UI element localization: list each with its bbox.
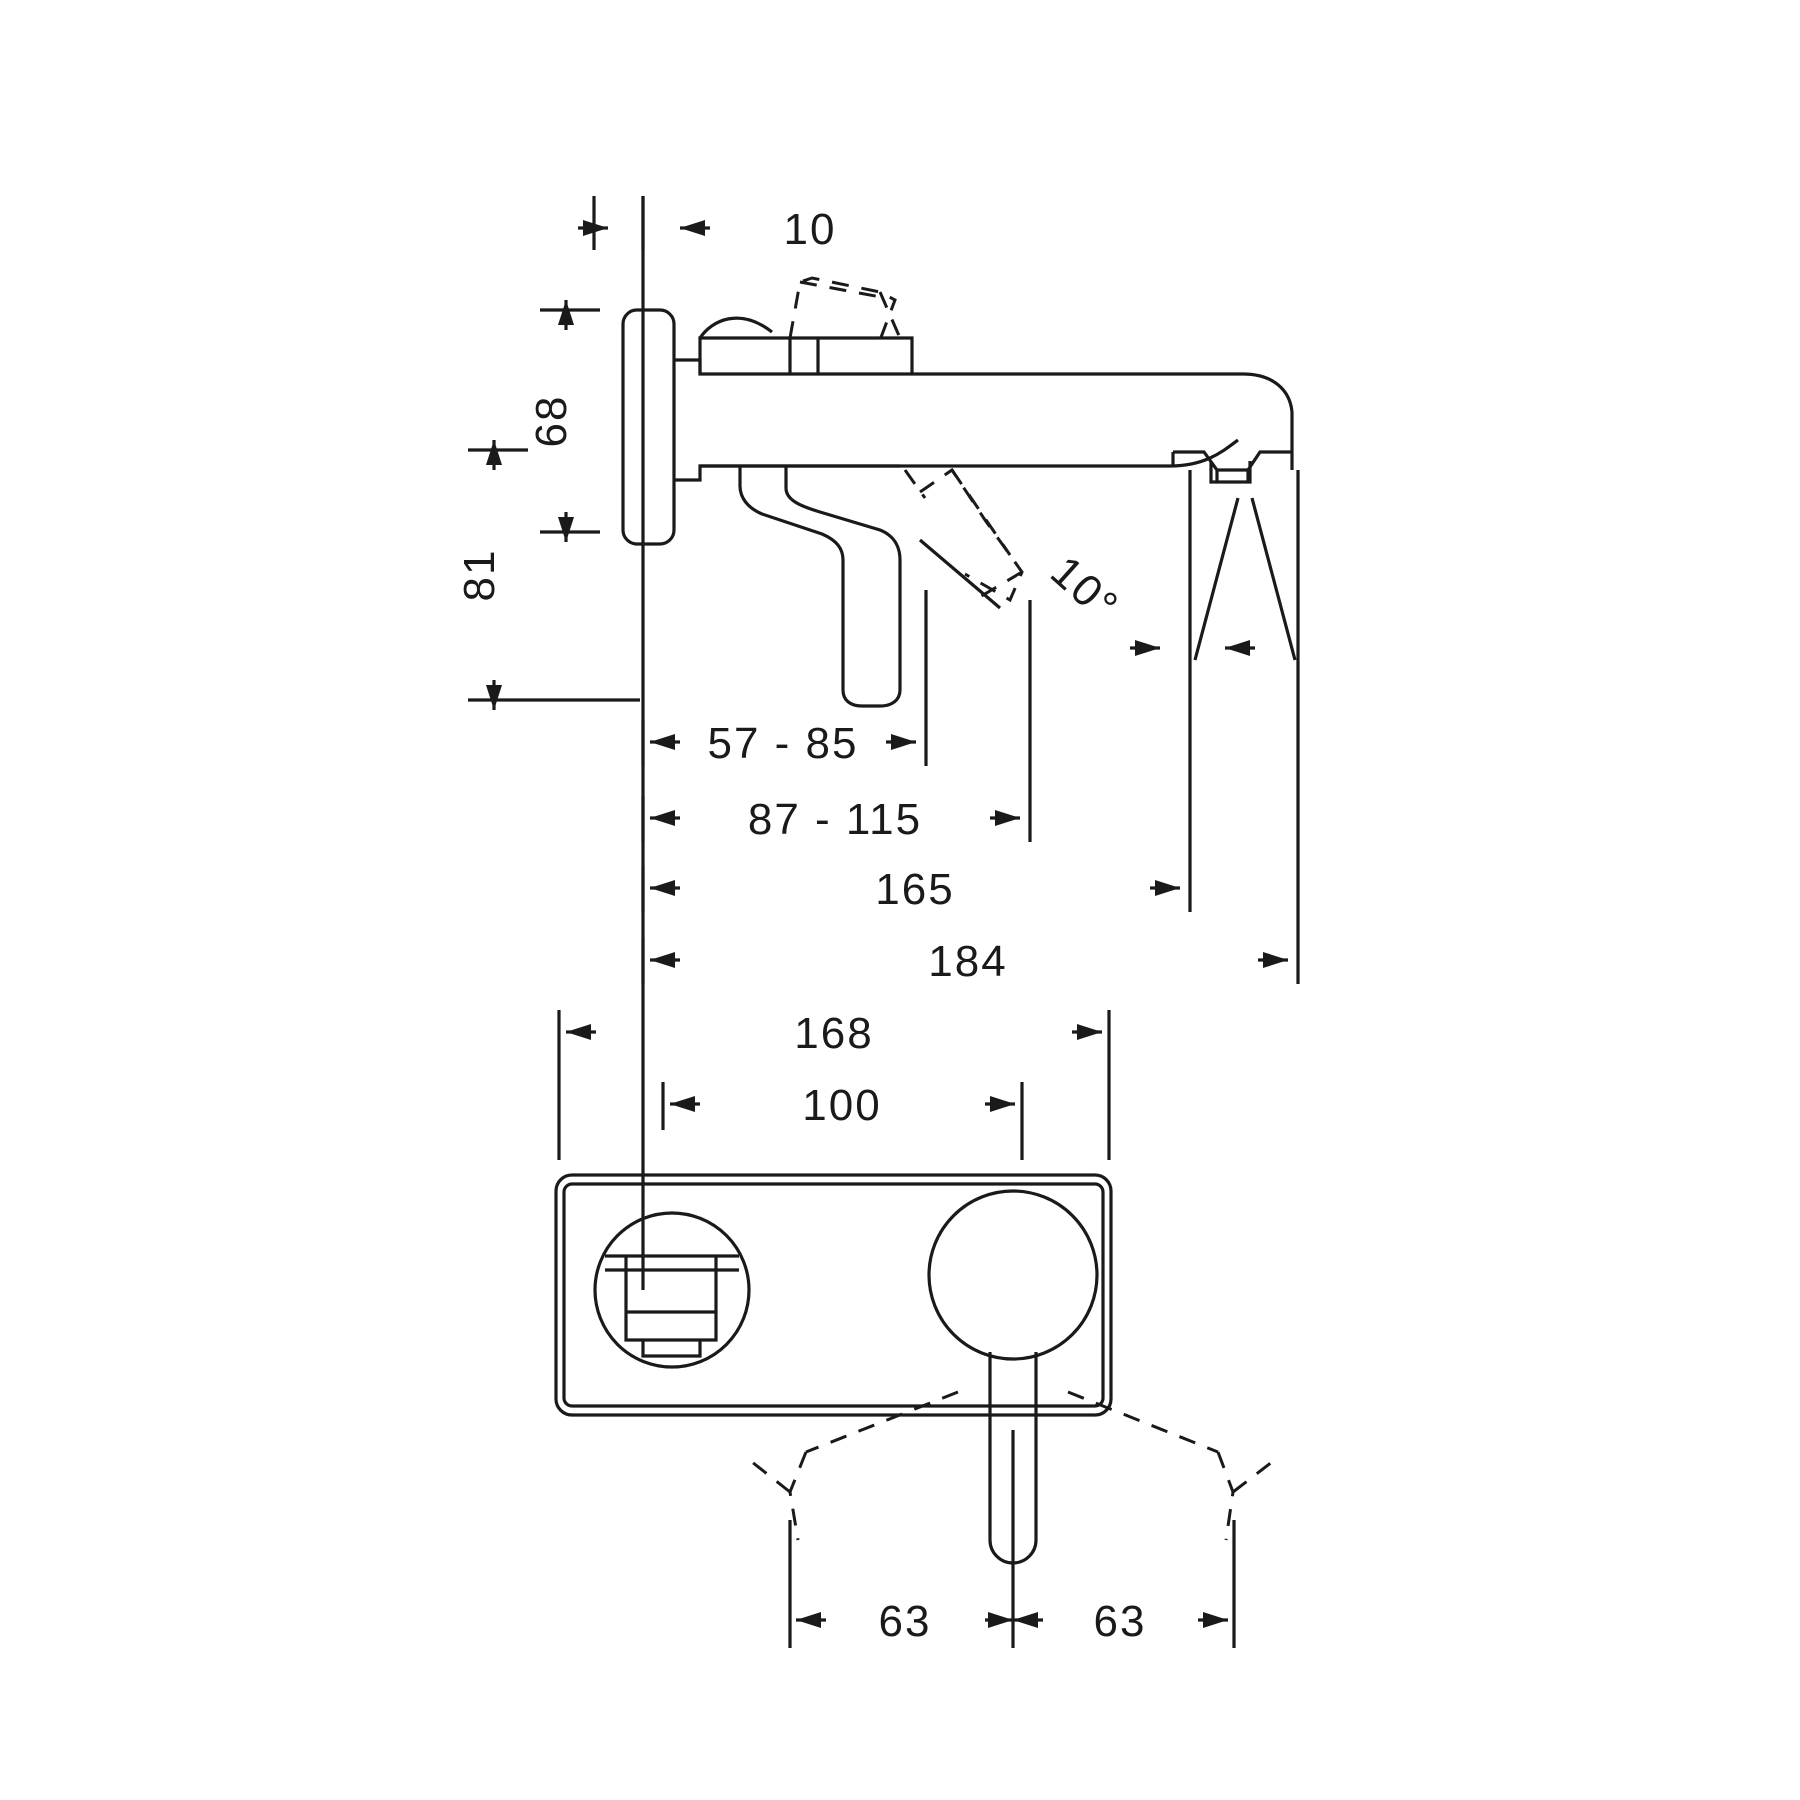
dim-63-left-label: 63 [879,1597,932,1646]
dim-100-label: 100 [802,1081,881,1130]
dim-184-line [641,470,1300,984]
aerator-detail [1171,412,1294,484]
dim-57-85-line [641,590,928,766]
dim-100-line [661,1082,1024,1160]
angle-arrow-pair [1130,497,1297,661]
dim-68-label: 68 [527,395,576,448]
dim-10-label: 10 [784,205,837,254]
handle-dashed-positions [788,276,1024,603]
dim-63-right-line [1013,1520,1236,1648]
dim-81-line [468,440,640,710]
wall-plate-profile [621,308,676,546]
handle-collar-profile [698,316,914,374]
dim-angle-10-label: 10° [1041,547,1128,632]
handle-swivel-range-dashed [751,1390,1273,1541]
dim-63-left-line [788,1430,1015,1648]
dim-57-85-label: 57 - 85 [708,719,859,768]
dim-87-115-line [641,600,1032,842]
spout-outlet-front [593,1211,751,1369]
dim-68-line [540,300,600,542]
dim-angle-10-leader [918,538,1002,610]
spout-profile [674,358,1294,482]
dim-10-line [578,196,710,250]
lever-handle-profile [700,464,902,708]
dim-168-label: 168 [794,1009,873,1058]
face-plate-outline [554,1173,1113,1417]
dim-81-label: 81 [455,549,504,602]
dim-63-right-label: 63 [1094,1597,1147,1646]
dim-165-line [641,470,1192,912]
dim-165-label: 165 [875,865,954,914]
dim-87-115-label: 87 - 115 [748,795,922,844]
dim-168-line [557,1010,1111,1160]
dim-184-label: 184 [928,937,1007,986]
